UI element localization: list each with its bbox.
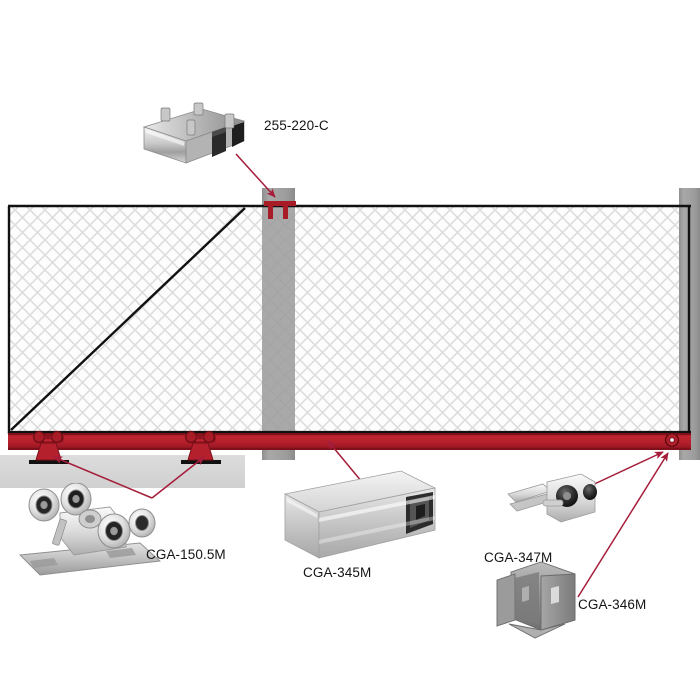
top-guide-bracket [264,201,296,219]
part-photo-255-220-c [142,102,246,164]
gate-frame-outline [7,204,691,434]
gate-bottom-rail [8,433,691,450]
part-photo-cga-347m [507,473,597,523]
callout-label-cga-345m: CGA-345M [303,565,372,580]
part-photo-cga-346m [496,561,576,639]
gate-leaf-mesh-infill [9,206,690,433]
diagonal-brace [10,207,246,431]
roller-carriage-left [29,430,69,464]
callout-label-cga-346m: CGA-346M [578,597,647,612]
end-roller [664,432,680,448]
arrow-255-220-c [235,153,276,198]
callout-arrows [53,153,669,598]
callout-label-cga-347m: CGA-347M [484,550,553,565]
arrow-cga-347 [587,451,664,488]
intermediate-post-overlay [262,206,295,434]
part-photo-cga-150-5m [19,483,162,576]
arrow-cga-150-left [53,456,153,499]
part-photo-cga-345m [283,470,437,559]
arrow-cga-346 [577,452,669,598]
arrow-cga-150-right [151,456,205,499]
callout-label-cga-150-5m: CGA-150.5M [146,547,226,562]
callout-label-255-220-c: 255-220-C [264,118,329,133]
